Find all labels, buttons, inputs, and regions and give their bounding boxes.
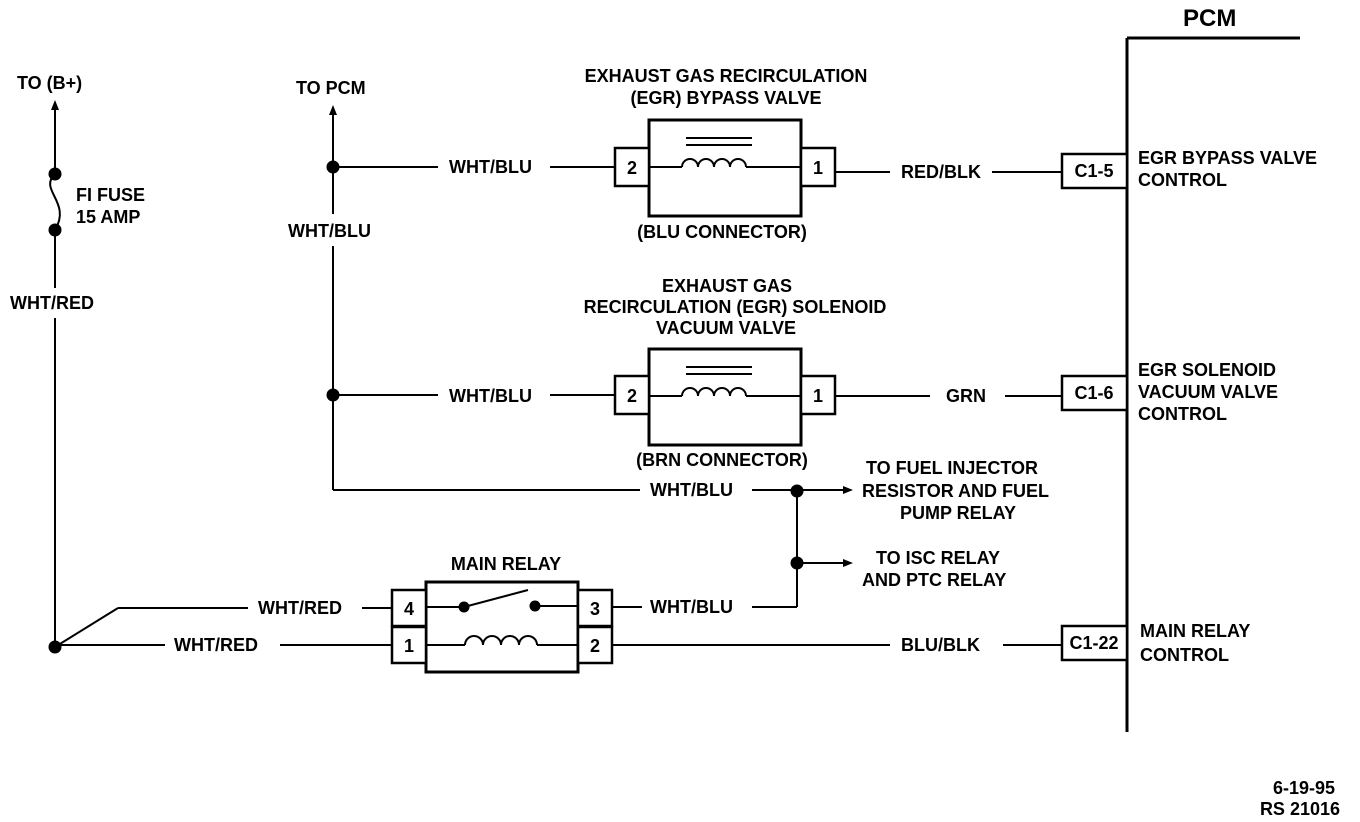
- main-relay-pin1-box: [390, 625, 428, 665]
- egr-solenoid-title-2: RECIRCULATION (EGR) SOLENOID: [584, 297, 887, 317]
- fuse-label-1: FI FUSE: [76, 185, 145, 205]
- diagram-date: 6-19-95: [1273, 778, 1335, 798]
- pcm-pin-c1-22: C1-22: [1069, 633, 1118, 653]
- to-pcm-label: TO PCM: [296, 78, 366, 98]
- fuse-symbol: [49, 173, 61, 231]
- power-feed: TO (B+) FI FUSE 15 AMP WHT/RED WHT/RED W…: [10, 73, 392, 655]
- egr-bypass-control-label-2: CONTROL: [1138, 170, 1227, 190]
- egr-solenoid-title-3: VACUUM VALVE: [656, 318, 796, 338]
- pcm-pin-c1-6: C1-6: [1074, 383, 1113, 403]
- power-wire-label: WHT/RED: [10, 293, 94, 313]
- isc-dest-1: TO ISC RELAY: [876, 548, 1000, 568]
- egr-solenoid-pin2: 2: [627, 386, 637, 406]
- egr-solenoid-out-wire-label: GRN: [946, 386, 986, 406]
- egr-solenoid-pin2-box: [613, 374, 651, 416]
- main-relay-pin3: 3: [590, 599, 600, 619]
- main-relay-control-label-2: CONTROL: [1140, 645, 1229, 665]
- egr-bypass-out-wire-label: RED/BLK: [901, 162, 981, 182]
- egr-solenoid-control-label-1: EGR SOLENOID: [1138, 360, 1276, 380]
- egr-solenoid-connector-label: (BRN CONNECTOR): [636, 450, 808, 470]
- fuel-injector-dest-3: PUMP RELAY: [900, 503, 1016, 523]
- main-relay-control-label-1: MAIN RELAY: [1140, 621, 1250, 641]
- feed-bus-wire-label: WHT/BLU: [288, 221, 371, 241]
- egr-solenoid-pin1: 1: [813, 386, 823, 406]
- main-relay-pin1-wire-label: WHT/RED: [174, 635, 258, 655]
- egr-bypass-in-wire-label: WHT/BLU: [449, 157, 532, 177]
- footer: 6-19-95 RS 21016: [1260, 778, 1340, 819]
- egr-solenoid-control-label-2: VACUUM VALVE: [1138, 382, 1278, 402]
- egr-solenoid-control-label-3: CONTROL: [1138, 404, 1227, 424]
- main-relay-pin2: 2: [590, 636, 600, 656]
- egr-solenoid-valve: EXHAUST GAS RECIRCULATION (EGR) SOLENOID…: [333, 276, 1062, 470]
- main-relay-pin3-wire-label: WHT/BLU: [650, 597, 733, 617]
- egr-bypass-connector-label: (BLU CONNECTOR): [637, 222, 807, 242]
- egr-solenoid-in-wire-label: WHT/BLU: [449, 386, 532, 406]
- pcm-pin-c1-22-box: [1060, 624, 1129, 662]
- relay-coil-symbol: [464, 635, 538, 646]
- isc-dest-2: AND PTC RELAY: [862, 570, 1006, 590]
- main-relay-pin1: 1: [404, 636, 414, 656]
- main-relay: MAIN RELAY 4 1 3 2 WHT/BLU BLU/BLK: [390, 554, 1062, 674]
- egr-bypass-control-label-1: EGR BYPASS VALVE: [1138, 148, 1317, 168]
- egr-bypass-pin1: 1: [813, 158, 823, 178]
- pcm-pin-c1-5: C1-5: [1074, 161, 1113, 181]
- feed-bus: TO PCM WHT/BLU WHT/BLU TO FUEL INJECTOR …: [288, 78, 1049, 607]
- main-relay-pin2-wire-label: BLU/BLK: [901, 635, 980, 655]
- egr-solenoid-coil-symbol: [681, 387, 747, 397]
- egr-bypass-coil-symbol: [681, 158, 747, 168]
- relay-switch-contact: [463, 589, 529, 608]
- fuse-label-2: 15 AMP: [76, 207, 140, 227]
- main-relay-pin4: 4: [404, 599, 414, 619]
- to-b-plus-label: TO (B+): [17, 73, 82, 93]
- diagram-code: RS 21016: [1260, 799, 1340, 819]
- bottom-bus-wire-label: WHT/BLU: [650, 480, 733, 500]
- pcm-pin-c1-6-box: [1060, 374, 1129, 412]
- egr-bypass-title-2: (EGR) BYPASS VALVE: [630, 88, 821, 108]
- pcm-module: PCM C1-5 EGR BYPASS VALVE CONTROL C1-6 E…: [1060, 5, 1317, 732]
- main-relay-title: MAIN RELAY: [451, 554, 561, 574]
- main-relay-pin4-wire-label: WHT/RED: [258, 598, 342, 618]
- pcm-title: PCM: [1183, 5, 1236, 32]
- fuel-injector-dest-2: RESISTOR AND FUEL: [862, 481, 1049, 501]
- fuel-injector-dest-1: TO FUEL INJECTOR: [866, 458, 1038, 478]
- egr-bypass-title-1: EXHAUST GAS RECIRCULATION: [585, 66, 868, 86]
- main-relay-body: [424, 580, 580, 674]
- egr-bypass-valve: EXHAUST GAS RECIRCULATION (EGR) BYPASS V…: [333, 66, 1062, 242]
- egr-solenoid-title-1: EXHAUST GAS: [662, 276, 792, 296]
- egr-bypass-pin2: 2: [627, 158, 637, 178]
